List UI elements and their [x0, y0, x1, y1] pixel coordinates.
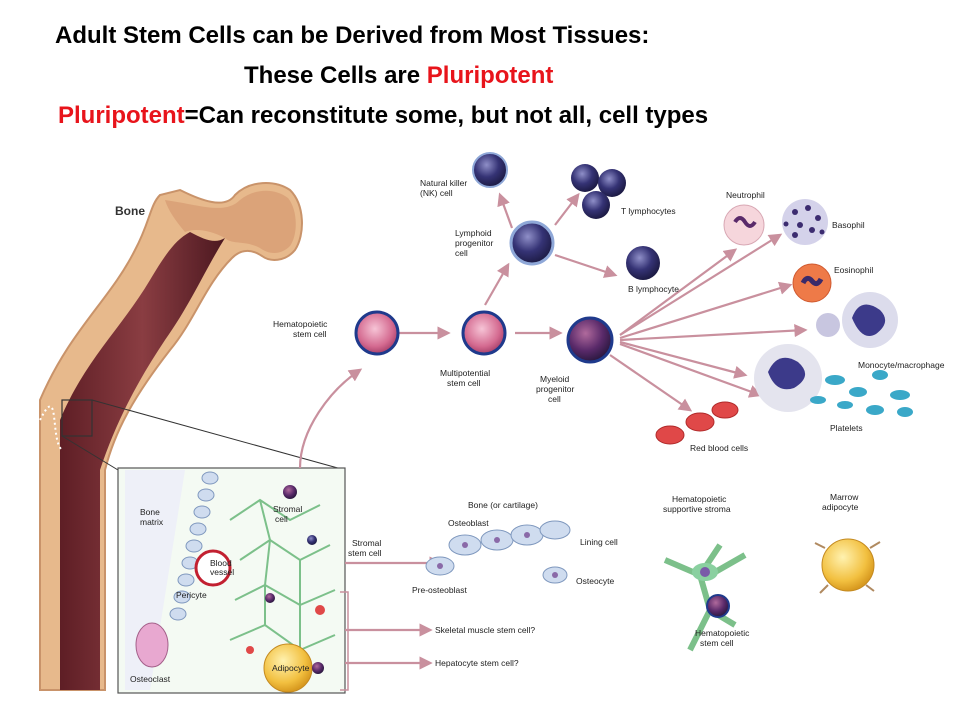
osteoclast-icon — [135, 622, 169, 668]
lymphoid-progenitor-icon — [509, 220, 555, 266]
label-myeloid-3: cell — [548, 394, 561, 404]
label-supportive-stroma-2: supportive stroma — [663, 504, 731, 514]
label-nk-cell-1: Natural killer — [420, 178, 467, 188]
platelets-icon — [810, 370, 913, 417]
title-line-3-rest: =Can reconstitute some, but not all, cel… — [184, 102, 709, 129]
label-adipocyte: Adipocyte — [272, 663, 310, 673]
multipotential-stem-cell-icon — [461, 310, 507, 356]
neutrophil-icon — [723, 204, 765, 246]
label-hepatocyte: Hepatocyte stem cell? — [435, 658, 519, 668]
label-hsc-2: stem cell — [293, 329, 327, 339]
label-neutrophil: Neutrophil — [726, 190, 765, 200]
label-myeloid-1: Myeloid — [540, 374, 570, 384]
stromal-lineage — [425, 520, 881, 652]
basophil-icon — [782, 199, 828, 245]
label-osteoblast: Osteoblast — [448, 518, 489, 528]
osteoblast-chain-icon — [425, 520, 571, 584]
hematopoietic-stem-cell-icon — [354, 310, 400, 356]
label-stromal-cell-2: cell — [275, 514, 288, 524]
title-line-2-highlight: Pluripotent — [426, 62, 554, 89]
zoom-marker — [61, 399, 93, 437]
label-basophil: Basophil — [832, 220, 865, 230]
title-line-3-highlight: Pluripotent — [58, 102, 185, 129]
label-osteoclast: Osteoclast — [130, 674, 171, 684]
myeloid-progenitor-icon — [566, 316, 614, 364]
label-t-lymphocytes: T lymphocytes — [621, 206, 676, 216]
label-nk-cell-2: (NK) cell — [420, 188, 453, 198]
title-line-2-prefix: These Cells are — [244, 62, 427, 89]
label-supportive-stroma-1: Hematopoietic — [672, 494, 727, 504]
label-lining-cell: Lining cell — [580, 537, 618, 547]
t-lymphocyte-icon-2 — [598, 169, 626, 197]
label-pericyte: Pericyte — [176, 590, 207, 600]
label-skeletal-muscle: Skeletal muscle stem cell? — [435, 625, 535, 635]
label-bone-or-cartilage: Bone (or cartilage) — [468, 500, 538, 510]
t-lymphocyte-icon-1 — [571, 164, 599, 192]
bone-illustration: Bone — [39, 182, 303, 691]
label-marrow-adipocyte-1: Marrow — [830, 492, 859, 502]
zoom-line-right — [91, 399, 346, 471]
label-marrow-adipocyte-2: adipocyte — [822, 502, 859, 512]
label-pre-osteoblast: Pre-osteoblast — [412, 585, 467, 595]
red-blood-cells-icon — [655, 401, 739, 445]
label-monocyte-macrophage: Monocyte/macrophage — [858, 360, 945, 370]
label-hsc2-1: Hematopoietic — [695, 628, 750, 638]
t-lymphocyte-icon-3 — [582, 191, 610, 219]
label-multipotential-1: Multipotential — [440, 368, 490, 378]
label-red-blood-cells: Red blood cells — [690, 443, 748, 453]
blood-vessel-icon — [194, 549, 232, 587]
supportive-stroma-icon — [663, 543, 747, 652]
label-eosinophil: Eosinophil — [834, 265, 873, 275]
bone-lining-cells — [169, 471, 219, 621]
stromal-network — [229, 498, 336, 652]
stromal-cell-icon — [283, 485, 297, 499]
marrow-adipocyte-icon — [821, 538, 875, 592]
label-multipotential-2: stem cell — [447, 378, 481, 388]
label-stromal-stem-1: Stromal — [352, 538, 381, 548]
b-lymphocyte-icon — [626, 246, 660, 280]
label-bone-matrix-2: matrix — [140, 517, 164, 527]
title-line-3: Pluripotent=Can reconstitute some, but n… — [58, 102, 708, 130]
title-line-2: These Cells are Pluripotent — [244, 62, 553, 90]
label-bone: Bone — [115, 204, 145, 218]
diagram-labels: Natural killer (NK) cell T lymphocytes L… — [273, 178, 945, 668]
label-myeloid-2: progenitor — [536, 384, 574, 394]
label-lymphoid-1: Lymphoid — [455, 228, 492, 238]
label-hsc-1: Hematopoietic — [273, 319, 328, 329]
stromal-hsc-icon — [706, 594, 730, 618]
label-lymphoid-3: cell — [455, 248, 468, 258]
label-b-lymphocyte: B lymphocyte — [628, 284, 679, 294]
arrows — [298, 192, 808, 670]
label-bone-matrix-1: Bone — [140, 507, 160, 517]
stromal-bracket — [340, 591, 349, 691]
hematopoietic-lineage — [354, 152, 913, 445]
label-blood-vessel-1: Blood — [210, 558, 232, 568]
nk-cell-icon — [472, 152, 508, 188]
label-platelets: Platelets — [830, 423, 863, 433]
marrow-inset: Bone matrix Stromal cell Blood vessel Pe… — [117, 467, 346, 694]
label-stromal-cell-1: Stromal — [273, 504, 302, 514]
zoom-line-left — [61, 435, 119, 471]
title-line-1: Adult Stem Cells can be Derived from Mos… — [55, 22, 650, 49]
label-blood-vessel-2: vessel — [210, 567, 234, 577]
label-stromal-stem-2: stem cell — [348, 548, 382, 558]
label-lymphoid-2: progenitor — [455, 238, 493, 248]
label-osteocyte: Osteocyte — [576, 576, 615, 586]
label-hsc2-2: stem cell — [700, 638, 734, 648]
